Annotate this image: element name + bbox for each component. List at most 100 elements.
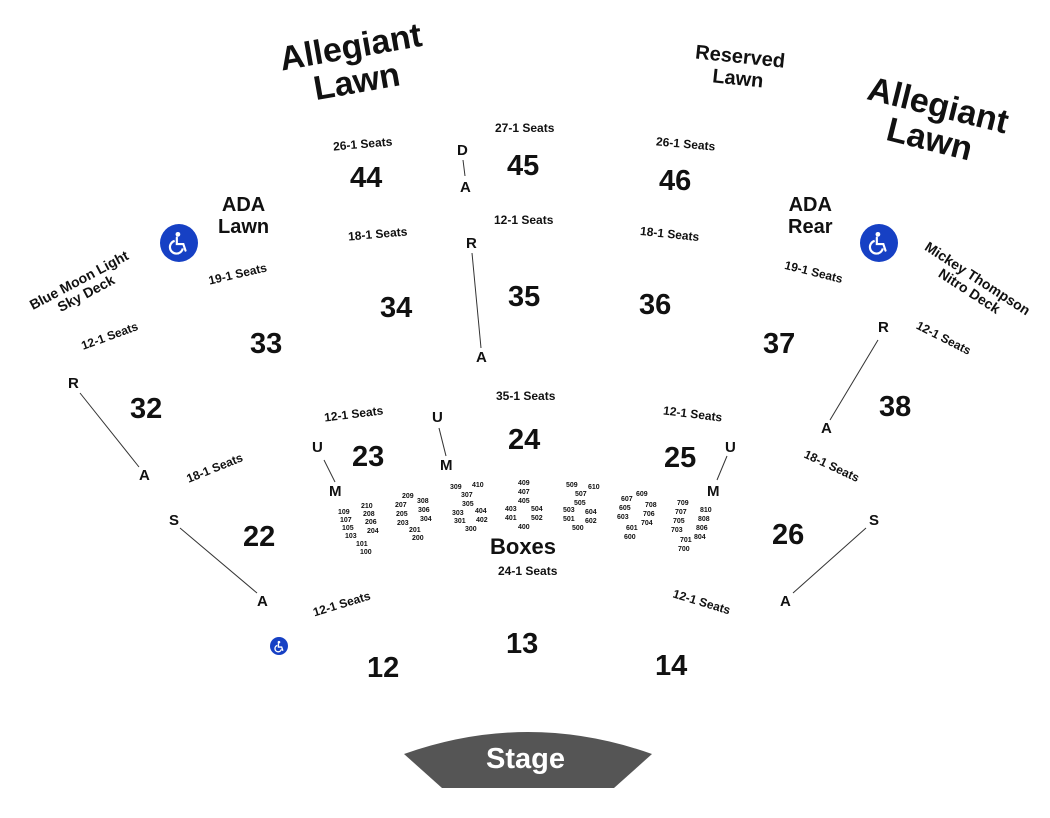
section-37[interactable]: 37: [763, 328, 796, 360]
section-22[interactable]: 22: [243, 521, 276, 553]
box-307[interactable]: 307: [461, 492, 473, 499]
box-808[interactable]: 808: [698, 516, 710, 523]
section-38[interactable]: 38: [879, 391, 912, 423]
box-804[interactable]: 804: [694, 534, 706, 541]
box-407[interactable]: 407: [518, 489, 530, 496]
box-708[interactable]: 708: [645, 502, 657, 509]
section-36[interactable]: 36: [639, 289, 672, 321]
row-label: M: [440, 457, 453, 474]
row-label: A: [476, 349, 487, 366]
box-209[interactable]: 209: [402, 493, 414, 500]
box-200[interactable]: 200: [412, 535, 424, 542]
box-410[interactable]: 410: [472, 482, 484, 489]
section-32[interactable]: 32: [130, 393, 163, 425]
seats-13: 24-1 Seats: [498, 564, 558, 578]
box-103[interactable]: 103: [345, 533, 357, 540]
box-607[interactable]: 607: [621, 496, 633, 503]
row-line-38: [829, 339, 879, 421]
row-label: M: [329, 483, 342, 500]
row-line-23: [323, 459, 336, 483]
box-400[interactable]: 400: [518, 524, 530, 531]
seats-45: 27-1 Seats: [495, 121, 555, 135]
box-810[interactable]: 810: [700, 507, 712, 514]
section-26[interactable]: 26: [772, 519, 805, 551]
box-609[interactable]: 609: [636, 491, 648, 498]
section-45[interactable]: 45: [507, 150, 540, 182]
box-603[interactable]: 603: [617, 514, 629, 521]
box-701[interactable]: 701: [680, 537, 692, 544]
section-25[interactable]: 25: [664, 442, 697, 474]
box-409[interactable]: 409: [518, 480, 530, 487]
row-label: R: [68, 375, 79, 392]
box-707[interactable]: 707: [675, 509, 687, 516]
box-105[interactable]: 105: [342, 525, 354, 532]
box-109[interactable]: 109: [338, 509, 350, 516]
box-705[interactable]: 705: [673, 518, 685, 525]
box-704[interactable]: 704: [641, 520, 653, 527]
box-303[interactable]: 303: [452, 510, 464, 517]
box-304[interactable]: 304: [420, 516, 432, 523]
box-309[interactable]: 309: [450, 484, 462, 491]
box-500[interactable]: 500: [572, 525, 584, 532]
section-12[interactable]: 12: [367, 652, 400, 684]
box-210[interactable]: 210: [361, 503, 373, 510]
box-205[interactable]: 205: [396, 511, 408, 518]
box-401[interactable]: 401: [505, 515, 517, 522]
box-505[interactable]: 505: [574, 500, 586, 507]
section-46[interactable]: 46: [659, 165, 692, 197]
box-504[interactable]: 504: [531, 506, 543, 513]
box-402[interactable]: 402: [476, 517, 488, 524]
box-207[interactable]: 207: [395, 502, 407, 509]
box-610[interactable]: 610: [588, 484, 600, 491]
box-806[interactable]: 806: [696, 525, 708, 532]
section-44[interactable]: 44: [350, 162, 383, 194]
box-107[interactable]: 107: [340, 517, 352, 524]
box-201[interactable]: 201: [409, 527, 421, 534]
section-24[interactable]: 24: [508, 424, 541, 456]
box-600[interactable]: 600: [624, 534, 636, 541]
box-203[interactable]: 203: [397, 520, 409, 527]
section-13[interactable]: 13: [506, 628, 539, 660]
box-509[interactable]: 509: [566, 482, 578, 489]
wheelchair-icon: [160, 224, 198, 262]
box-700[interactable]: 700: [678, 546, 690, 553]
box-507[interactable]: 507: [575, 491, 587, 498]
box-501[interactable]: 501: [563, 516, 575, 523]
section-23[interactable]: 23: [352, 441, 385, 473]
row-label: A: [460, 179, 471, 196]
box-206[interactable]: 206: [365, 519, 377, 526]
box-605[interactable]: 605: [619, 505, 631, 512]
box-204[interactable]: 204: [367, 528, 379, 535]
box-101[interactable]: 101: [356, 541, 368, 548]
row-label: A: [821, 420, 832, 437]
box-604[interactable]: 604: [585, 509, 597, 516]
box-306[interactable]: 306: [418, 507, 430, 514]
lawn-label-line: ADA: [788, 194, 832, 216]
box-301[interactable]: 301: [454, 518, 466, 525]
box-405[interactable]: 405: [518, 498, 530, 505]
box-305[interactable]: 305: [462, 501, 474, 508]
box-709[interactable]: 709: [677, 500, 689, 507]
ada-rear-label: ADA Rear: [788, 194, 832, 238]
section-34[interactable]: 34: [380, 292, 413, 324]
box-100[interactable]: 100: [360, 549, 372, 556]
box-403[interactable]: 403: [505, 506, 517, 513]
box-703[interactable]: 703: [671, 527, 683, 534]
section-35[interactable]: 35: [508, 281, 541, 313]
lawn-label-line: ADA: [221, 194, 266, 216]
box-503[interactable]: 503: [563, 507, 575, 514]
box-208[interactable]: 208: [363, 511, 375, 518]
box-308[interactable]: 308: [417, 498, 429, 505]
box-601[interactable]: 601: [626, 525, 638, 532]
boxes-title: Boxes: [490, 534, 557, 559]
box-706[interactable]: 706: [643, 511, 655, 518]
section-33[interactable]: 33: [250, 328, 283, 360]
box-300[interactable]: 300: [465, 526, 477, 533]
row-line-22: [179, 527, 258, 594]
box-404[interactable]: 404: [475, 508, 487, 515]
box-502[interactable]: 502: [531, 515, 543, 522]
box-602[interactable]: 602: [585, 518, 597, 525]
section-14[interactable]: 14: [655, 650, 688, 682]
